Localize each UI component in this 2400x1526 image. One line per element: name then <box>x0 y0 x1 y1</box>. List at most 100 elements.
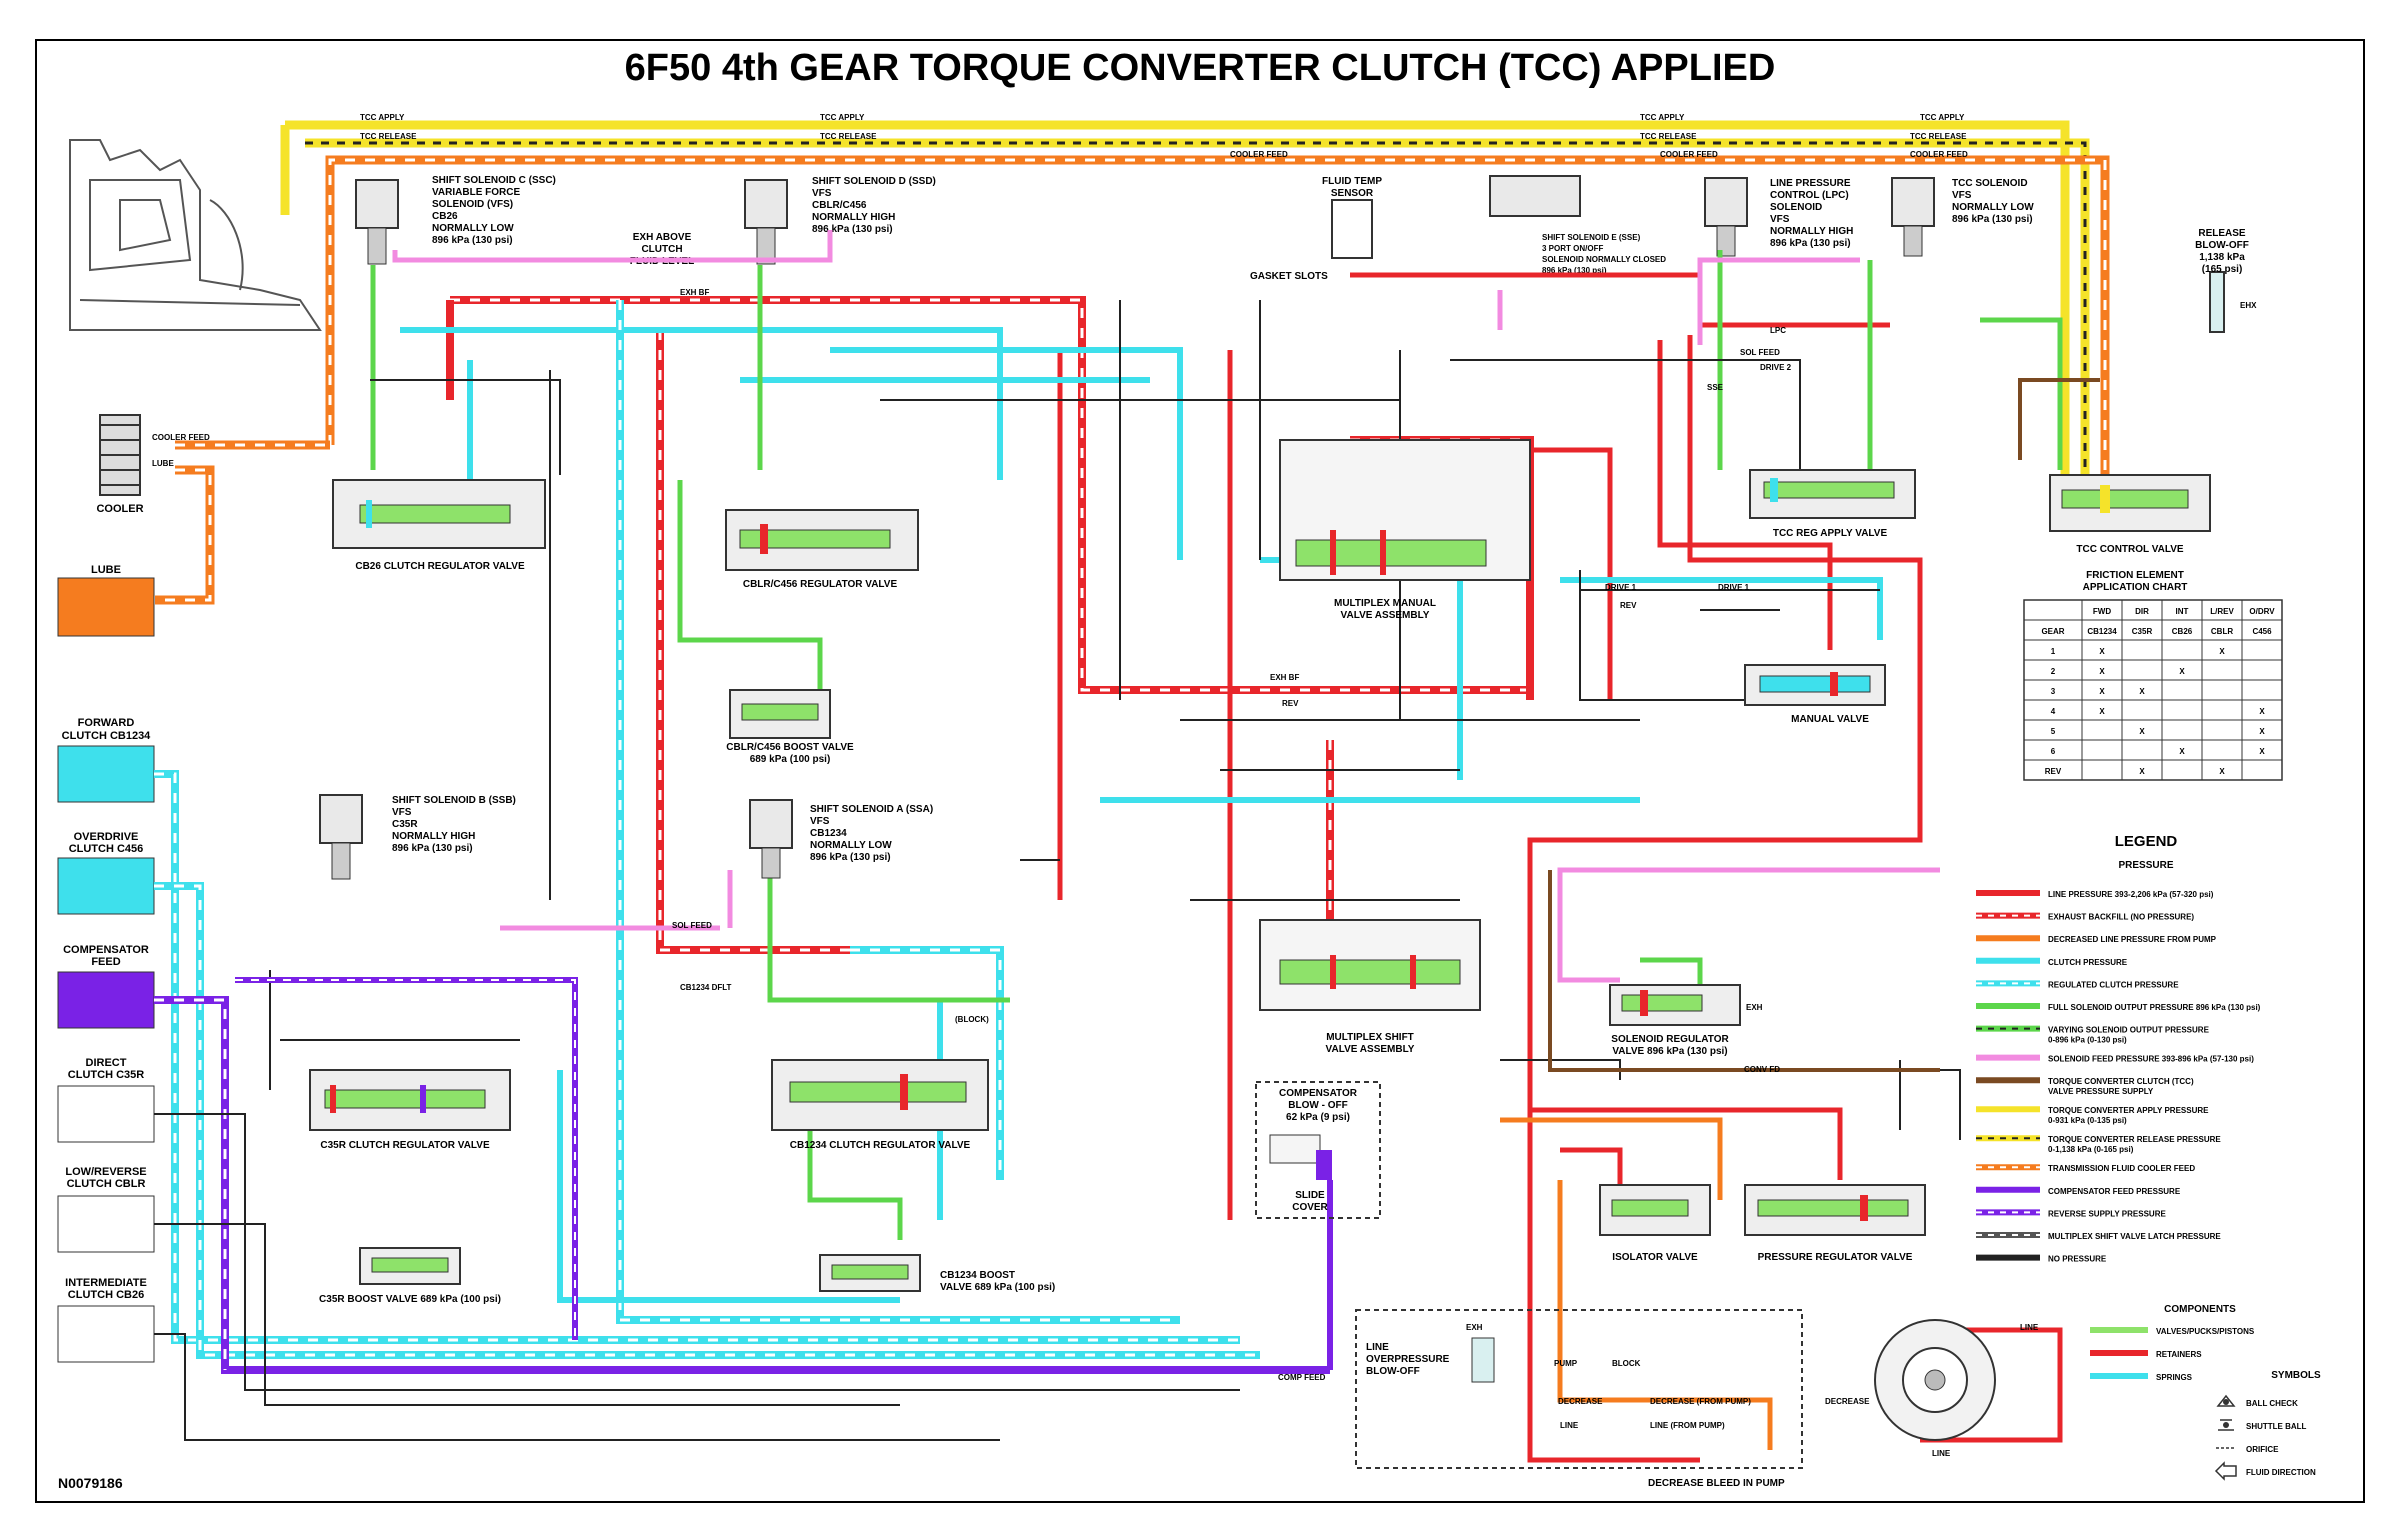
direct-clutch-label: DIRECT <box>86 1057 127 1069</box>
symbol-item-text: FLUID DIRECTION <box>2246 1468 2316 1477</box>
chart-mark-cell: X <box>2219 767 2225 776</box>
line-op-label-1: LINE <box>1366 1342 1389 1353</box>
low-reverse-clutch-label-2: CLUTCH CBLR <box>67 1178 146 1190</box>
mux-manual-label-1: MULTIPLEX MANUAL <box>1334 598 1436 609</box>
exh-bf-label-1: EXH BF <box>680 288 709 297</box>
forward-clutch-label-2: CLUTCH CB1234 <box>62 730 152 742</box>
line-from-pump-label: LINE (FROM PUMP) <box>1650 1421 1725 1430</box>
component-item-text: VALVES/PUCKS/PISTONS <box>2156 1327 2255 1336</box>
comp-feed-label: COMP FEED <box>1278 1373 1326 1382</box>
chart-subheader: CBLR <box>2211 627 2233 636</box>
lpc-label-2: CONTROL (LPC) <box>1770 190 1849 201</box>
sol-reg-exh-label: EXH <box>1746 1003 1763 1012</box>
cooler-icon: COOLER <box>96 414 144 515</box>
chart-subheader: C35R <box>2132 627 2153 636</box>
clutch-pressure-lines <box>400 300 1883 1324</box>
sse-label-1: SHIFT SOLENOID E (SSE) <box>1542 233 1641 242</box>
slide-cover-label-1: SLIDE <box>1295 1190 1325 1201</box>
legend-item-text-2: 0-931 kPa (0-135 psi) <box>2048 1116 2127 1125</box>
ssb-label-5: 896 kPa (130 psi) <box>392 843 473 854</box>
ssa-label-4: NORMALLY LOW <box>810 840 892 851</box>
legend-item-text-2: VALVE PRESSURE SUPPLY <box>2048 1087 2154 1096</box>
exh-above-label-2: CLUTCH <box>641 244 682 255</box>
c35r-reg-label: C35R CLUTCH REGULATOR VALVE <box>320 1140 490 1151</box>
direct-clutch-label-2: CLUTCH C35R <box>68 1069 144 1081</box>
line-op-label-2: OVERPRESSURE <box>1366 1354 1450 1365</box>
chart-subheader: C456 <box>2252 627 2272 636</box>
decrease-bleed-label: DECREASE BLEED IN PUMP <box>1648 1478 1785 1489</box>
chart-gear-cell: REV <box>2045 767 2062 776</box>
tcc-reg-apply-valve: TCC REG APPLY VALVE <box>1749 469 1916 539</box>
component-item-text: RETAINERS <box>2156 1350 2202 1359</box>
pump-region: LINE OVERPRESSURE BLOW-OFF EXH PUMP BLOC… <box>1355 1309 2039 1489</box>
release-blowoff-label-4: (165 psi) <box>2202 264 2243 275</box>
forward-clutch-label: FORWARD <box>78 717 135 729</box>
manual-valve: MANUAL VALVE <box>1744 664 1886 725</box>
cb1234-boost-label-1: CB1234 BOOST <box>940 1270 1015 1281</box>
ssc-label-4: CB26 <box>432 211 458 222</box>
symbol-item-text: ORIFICE <box>2246 1445 2279 1454</box>
ssb-label-1: SHIFT SOLENOID B (SSB) <box>392 795 516 806</box>
ball-check-icon <box>2216 1394 2236 1407</box>
cblr-reg-label: CBLR/C456 REGULATOR VALVE <box>743 579 898 590</box>
exhaust-backfill-lines <box>446 296 1534 1000</box>
comp-blowoff-label-3: 62 kPa (9 psi) <box>1286 1112 1350 1123</box>
ssd-label-2: VFS <box>812 188 832 199</box>
chart-header: O/DRV <box>2249 607 2275 616</box>
lube-box <box>57 577 155 637</box>
shift-solenoid-a-icon: SHIFT SOLENOID A (SSA) VFS CB1234 NORMAL… <box>749 799 933 879</box>
chart-mark-cell: X <box>2179 667 2185 676</box>
legend-item-text: COMPENSATOR FEED PRESSURE <box>2048 1187 2181 1196</box>
cb1234-boost-label-2: VALVE 689 kPa (100 psi) <box>940 1282 1055 1293</box>
legend-items: LINE PRESSURE 393-2,206 kPa (57-320 psi)… <box>1976 890 2261 1264</box>
legend-item-text: DECREASED LINE PRESSURE FROM PUMP <box>2048 935 2217 944</box>
overdrive-clutch-label: OVERDRIVE <box>74 831 139 843</box>
lpc-label-6: 896 kPa (130 psi) <box>1770 238 1851 249</box>
tcc-supply-lines <box>1548 378 2100 1072</box>
intermediate-clutch-label-2: CLUTCH CB26 <box>68 1289 144 1301</box>
sse-line-label: SSE <box>1707 383 1724 392</box>
solenoid-regulator-valve: EXH SOLENOID REGULATOR VALVE 896 kPa (13… <box>1609 984 1763 1057</box>
ssc-label-6: 896 kPa (130 psi) <box>432 235 513 246</box>
comp-blowoff-label-2: BLOW - OFF <box>1288 1100 1347 1111</box>
legend-item-text: TORQUE CONVERTER RELEASE PRESSURE <box>2048 1135 2221 1144</box>
chart-mark-cell: X <box>2139 727 2145 736</box>
lpc-label-3: SOLENOID <box>1770 202 1822 213</box>
chart-mark-cell: X <box>2099 647 2105 656</box>
sse-label-3: SOLENOID NORMALLY CLOSED <box>1542 255 1666 264</box>
sol-reg-label-1: SOLENOID REGULATOR <box>1611 1034 1729 1045</box>
clutch-feed-lines <box>154 770 1330 1441</box>
pump-line-label-2: LINE <box>2020 1323 2039 1332</box>
chart-title-2: APPLICATION CHART <box>2083 582 2188 593</box>
sse-label-2: 3 PORT ON/OFF <box>1542 244 1603 253</box>
c35r-clutch-regulator-valve: C35R CLUTCH REGULATOR VALVE <box>309 1069 511 1151</box>
legend-item-text: MULTIPLEX SHIFT VALVE LATCH PRESSURE <box>2048 1232 2221 1241</box>
no-pressure-lines <box>269 300 1961 1200</box>
tcc-release-label-3: TCC RELEASE <box>1640 132 1697 141</box>
pump-line-label: LINE <box>1560 1421 1579 1430</box>
chart-gear-cell: 4 <box>2051 707 2056 716</box>
shift-solenoid-d-icon: SHIFT SOLENOID D (SSD) VFS CBLR/C456 NOR… <box>744 176 936 265</box>
tccs-label-1: TCC SOLENOID <box>1952 178 2028 189</box>
ssc-label-3: SOLENOID (VFS) <box>432 199 513 210</box>
ssc-label-1: SHIFT SOLENOID C (SSC) <box>432 175 556 186</box>
overdrive-clutch-box <box>57 857 155 915</box>
cooler-feed-label-left: COOLER FEED <box>152 433 210 442</box>
chart-subheader: CB26 <box>2172 627 2193 636</box>
ssa-label-2: VFS <box>810 816 830 827</box>
manual-valve-label: MANUAL VALVE <box>1791 714 1869 725</box>
component-item-text: SPRINGS <box>2156 1373 2193 1382</box>
pressure-regulator-valve: PRESSURE REGULATOR VALVE <box>1744 1184 1926 1263</box>
cb1234-dflt-label: CB1234 DFLT <box>680 983 732 992</box>
ssd-label-4: NORMALLY HIGH <box>812 212 895 223</box>
solenoid-output-lines <box>370 250 2063 1240</box>
legend-title: LEGEND <box>2115 833 2178 850</box>
legend-item-text: LINE PRESSURE 393-2,206 kPa (57-320 psi) <box>2048 890 2214 899</box>
forward-clutch-box <box>57 745 155 803</box>
tccs-label-3: NORMALLY LOW <box>1952 202 2034 213</box>
isolator-label: ISOLATOR VALVE <box>1612 1252 1698 1263</box>
ssd-label-3: CBLR/C456 <box>812 200 867 211</box>
chart-mark-cell: X <box>2099 687 2105 696</box>
decrease-label: DECREASE <box>1558 1397 1603 1406</box>
